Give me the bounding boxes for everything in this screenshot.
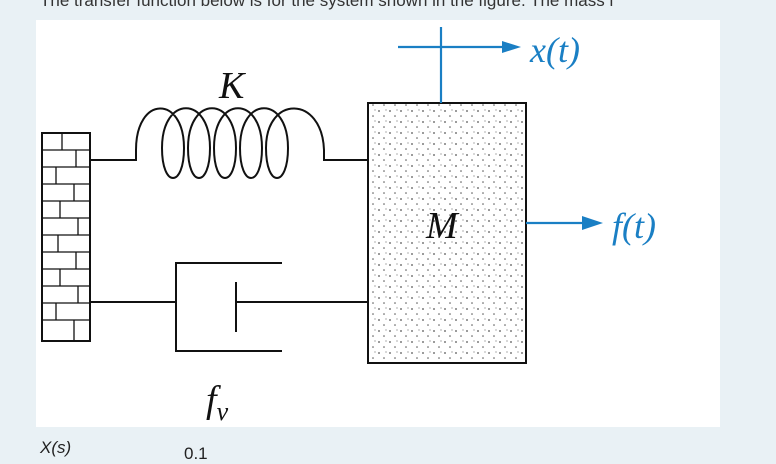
displacement-arrow [398, 27, 521, 103]
mass-spring-damper-diagram: K M fv x(t) f(t) [41, 27, 656, 426]
fixed-wall [41, 132, 91, 342]
numerator-symbol: X(s) [40, 438, 72, 457]
force-arrow [526, 216, 603, 230]
damper-label: fv [206, 379, 229, 426]
question-text: The transfer function below is for the s… [40, 0, 614, 10]
mass-label: M [425, 205, 460, 247]
spring [90, 107, 368, 179]
force-label: f(t) [612, 206, 656, 246]
spring-label: K [218, 65, 246, 107]
numerator-value: 0.1 [184, 444, 208, 463]
damper [90, 262, 368, 352]
mass-block [367, 102, 527, 364]
mechanical-system-figure: K M fv x(t) f(t) [36, 20, 720, 427]
displacement-label: x(t) [529, 30, 580, 70]
